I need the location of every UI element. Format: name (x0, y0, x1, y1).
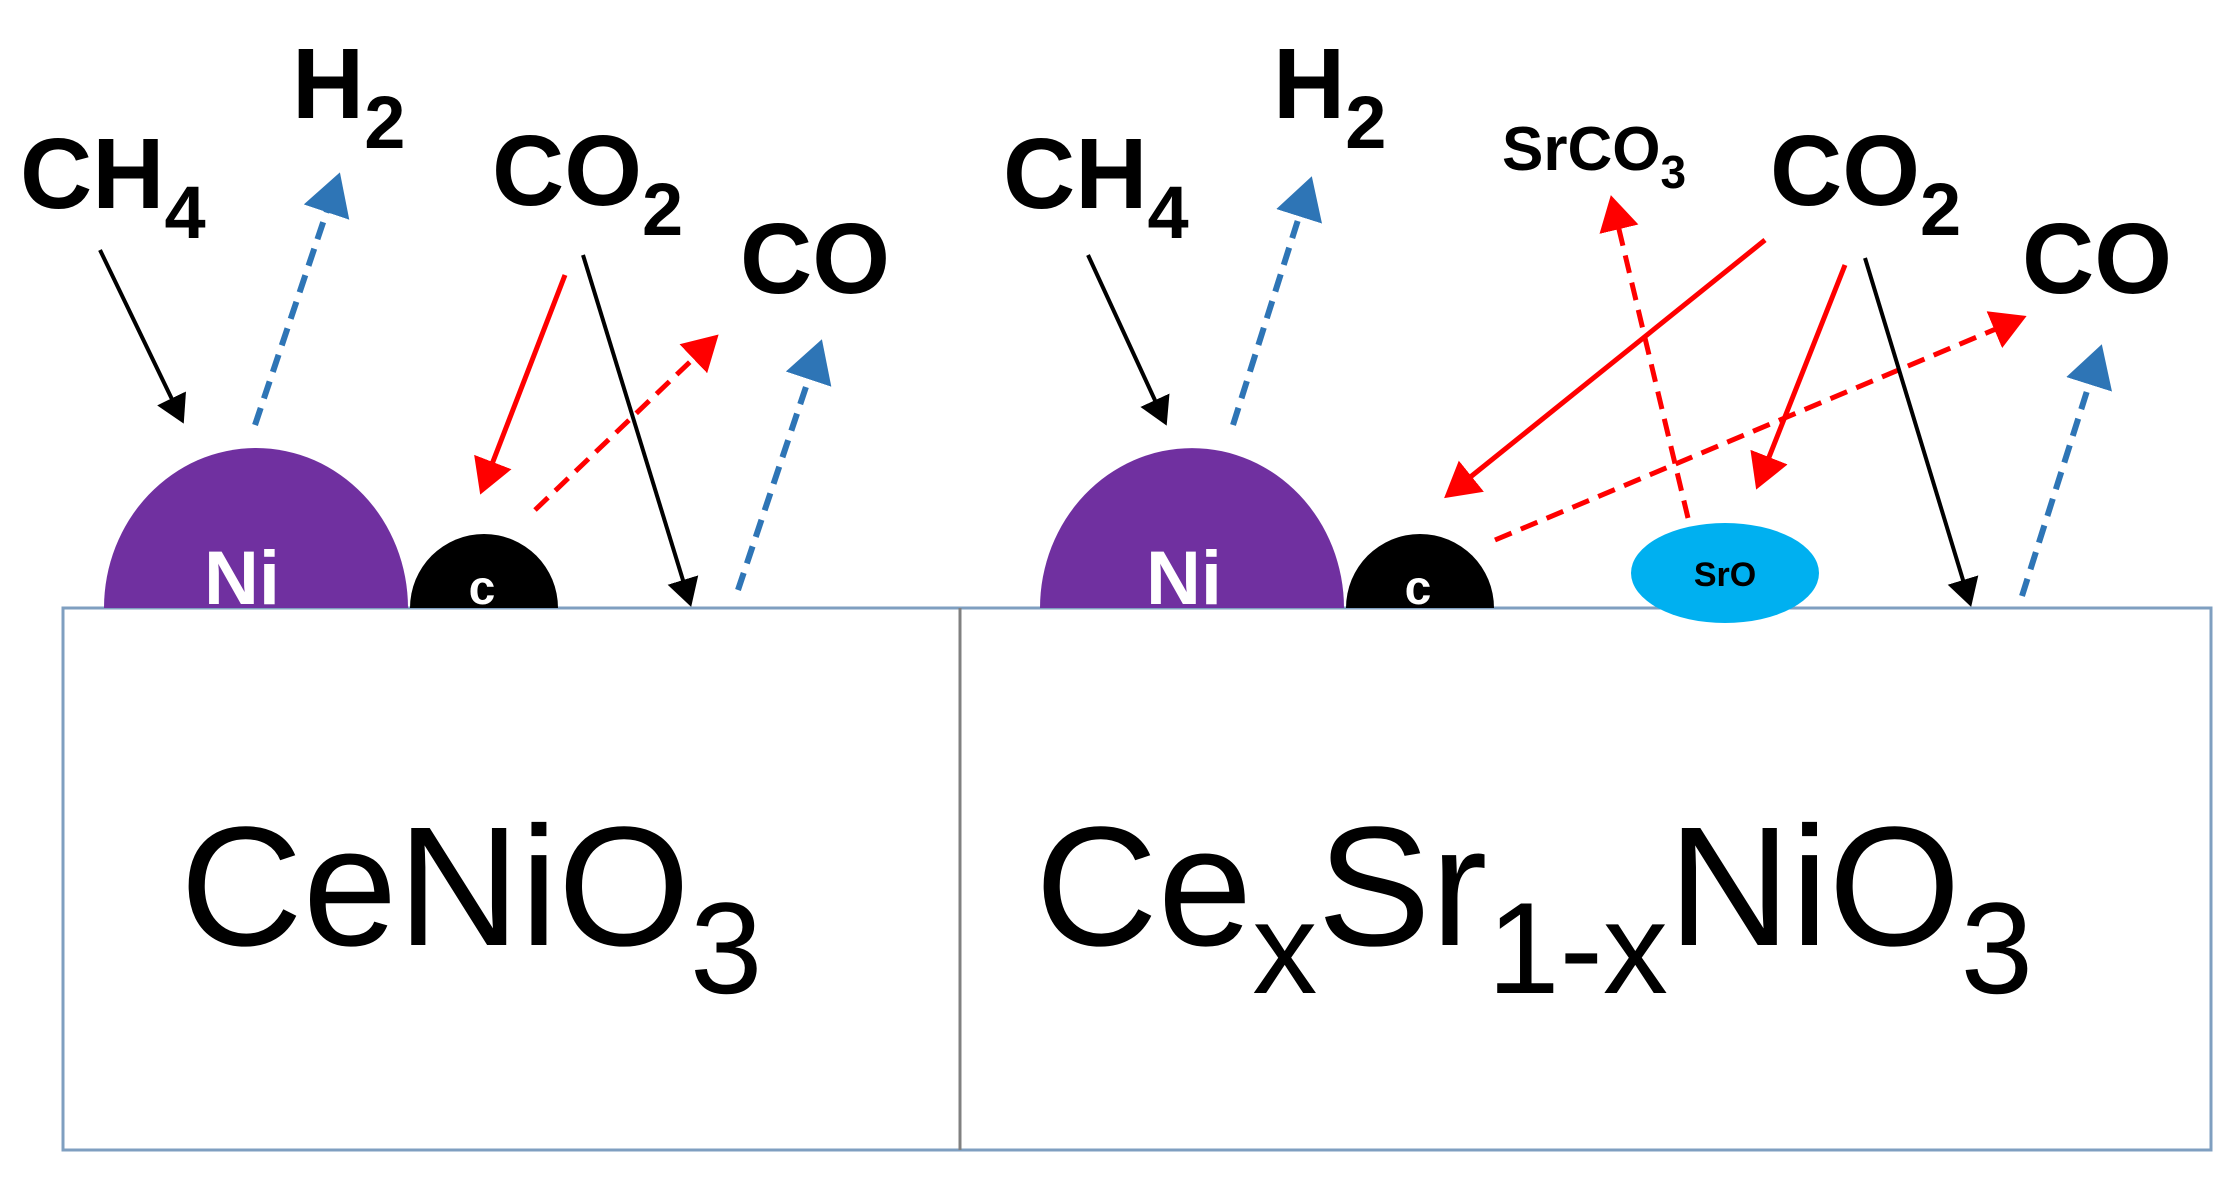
left-carbon-label: c (469, 562, 496, 615)
sro-label: SrO (1694, 556, 1756, 594)
right-carbon-label: c (1405, 562, 1432, 615)
left-carbon-particle: c (410, 534, 558, 615)
right-ni-particle: Ni (1040, 448, 1344, 621)
left-ni-to-h2-arrow (252, 172, 350, 426)
left-co2-to-support-arrow (581, 254, 699, 607)
left-co2-to-carbon-arrow (474, 274, 568, 495)
right-ni-to-h2-arrow (1230, 176, 1323, 426)
right-co2-to-carbon-arrow (1444, 238, 1767, 499)
right-ch4-to-ni-arrow (1086, 254, 1170, 426)
right-sro-to-srco3-arrow (1599, 195, 1691, 519)
right-co2-to-sro-arrow (1750, 264, 1848, 490)
left-support-to-co-arrow (735, 339, 832, 591)
right-ni-label: Ni (1146, 536, 1222, 621)
right-support-formula: CexSr1-xNiO3 (1035, 792, 2033, 1021)
right-h2-label: H2 (1273, 28, 1386, 164)
right-carbon-particle: c (1346, 534, 1494, 615)
sro-particle: SrO (1631, 523, 1819, 623)
right-co2-label: CO2 (1770, 115, 1961, 251)
left-support-formula: CeNiO3 (180, 792, 762, 1021)
left-carbon-to-co-arrow (533, 334, 719, 512)
srco3-label: SrCO3 (1502, 115, 1686, 198)
left-co2-label: CO2 (492, 115, 683, 251)
left-ni-particle: Ni (104, 448, 408, 621)
right-ch4-label: CH4 (1003, 118, 1189, 254)
left-h2-label: H2 (292, 28, 405, 164)
right-co2-to-support-arrow (1863, 257, 1979, 607)
right-support-to-co-arrow (2019, 344, 2112, 597)
right-co-label: CO (2022, 203, 2172, 315)
left-ch4-to-ni-arrow (98, 249, 186, 424)
left-ni-label: Ni (204, 536, 280, 621)
left-co-label: CO (740, 203, 890, 315)
left-ch4-label: CH4 (20, 118, 206, 254)
right-carbon-to-co-arrow (1494, 311, 2027, 543)
